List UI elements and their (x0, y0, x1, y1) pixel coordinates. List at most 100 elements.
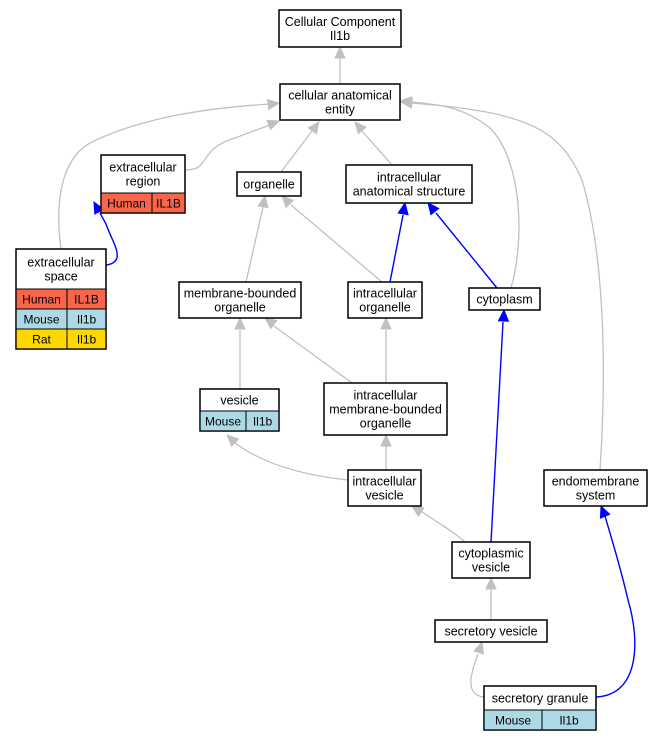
node-border (451, 541, 531, 579)
edge-sg-to-sv (470, 640, 485, 698)
is-a-edge (58, 103, 271, 250)
edge-sv-to-cv (485, 576, 497, 620)
edge-cyto-to-ias (427, 202, 498, 289)
edge-mbo-to-organelle (245, 194, 269, 283)
node-border (178, 281, 302, 319)
edge-imbo-to-io (380, 316, 392, 383)
node-box (279, 83, 401, 121)
edge-exsp-to-cae (58, 98, 281, 250)
is-a-edge (410, 102, 604, 471)
species-label: Human (107, 197, 146, 211)
node-label: extracellular (27, 256, 94, 270)
edge-cv-to-iv (410, 505, 466, 543)
edge-ias-to-cae (354, 121, 393, 166)
node-border (199, 388, 280, 432)
node-label: intracellular (377, 171, 441, 185)
node-border (15, 248, 107, 350)
edge-io-to-ias (389, 201, 409, 283)
is-a-edge (184, 124, 271, 171)
node-sv[interactable]: secretory vesicle (434, 619, 548, 643)
species-label: Mouse (23, 313, 59, 327)
node-label: secretory vesicle (444, 625, 537, 639)
arrowhead (427, 202, 440, 216)
node-label: intracellular (354, 389, 418, 403)
is-a-edge (245, 206, 264, 283)
gene-label: Il1b (253, 415, 273, 429)
is-a-edge (234, 442, 349, 481)
edge-exsp-to-exreg (93, 200, 118, 266)
edge-endo-to-cae (399, 97, 604, 471)
node-label: vesicle (472, 561, 510, 575)
edge-iv-to-vesicle (226, 434, 349, 481)
edge-cv-to-cyto (490, 308, 510, 543)
node-organelle[interactable]: organelle (236, 171, 302, 197)
edge-exreg-to-cae (184, 119, 281, 171)
gene-label: Il1b (77, 333, 97, 347)
is-a-edge (361, 130, 393, 166)
is-a-edge (470, 653, 485, 698)
species-label: Mouse (205, 415, 241, 429)
node-border (543, 469, 648, 507)
node-border (347, 281, 423, 319)
arrowhead (397, 201, 409, 216)
part-of-edge (595, 515, 636, 698)
arrowhead (93, 200, 105, 215)
node-border (236, 171, 302, 197)
edge-vesicle-to-mbo (234, 316, 246, 389)
gene-label: IL1B (156, 197, 181, 211)
node-border (434, 619, 548, 643)
arrowhead (599, 504, 611, 519)
node-label: secretory granule (492, 692, 589, 706)
node-label: anatomical structure (353, 185, 466, 199)
arrowhead (380, 316, 392, 330)
node-cyto[interactable]: cytoplasm (468, 287, 541, 311)
node-label: endomembrane (552, 475, 640, 489)
node-label: cytoplasmic (458, 547, 523, 561)
node-label: vesicle (220, 394, 258, 408)
arrowhead (266, 98, 281, 111)
node-box (347, 469, 422, 507)
part-of-edge (99, 212, 118, 266)
node-label: Cellular Component (285, 15, 396, 29)
node-label: region (126, 175, 161, 189)
node-border (483, 685, 597, 731)
arrowhead (257, 194, 269, 209)
node-border (347, 469, 422, 507)
node-border (323, 382, 448, 436)
edge-sg-to-endo (595, 504, 636, 698)
species-label: Rat (32, 333, 51, 347)
gene-label: Il1b (559, 714, 579, 728)
part-of-edge (435, 212, 498, 289)
edge-iv-to-imbo (380, 433, 392, 470)
species-label: Mouse (495, 714, 531, 728)
node-label: space (44, 270, 77, 284)
edge-io-to-organelle (281, 195, 383, 283)
node-label: organelle (214, 301, 265, 315)
arrowhead (264, 317, 278, 330)
node-box (451, 541, 531, 579)
node-label: extracellular (109, 161, 176, 175)
arrowhead (266, 119, 281, 131)
edge-organelle-to-cae (280, 121, 320, 173)
node-label: organelle (359, 301, 410, 315)
node-label: organelle (243, 178, 294, 192)
is-a-edge (420, 510, 466, 543)
edge-layer (58, 45, 636, 698)
is-a-edge (273, 325, 353, 384)
is-a-edge (290, 204, 383, 283)
